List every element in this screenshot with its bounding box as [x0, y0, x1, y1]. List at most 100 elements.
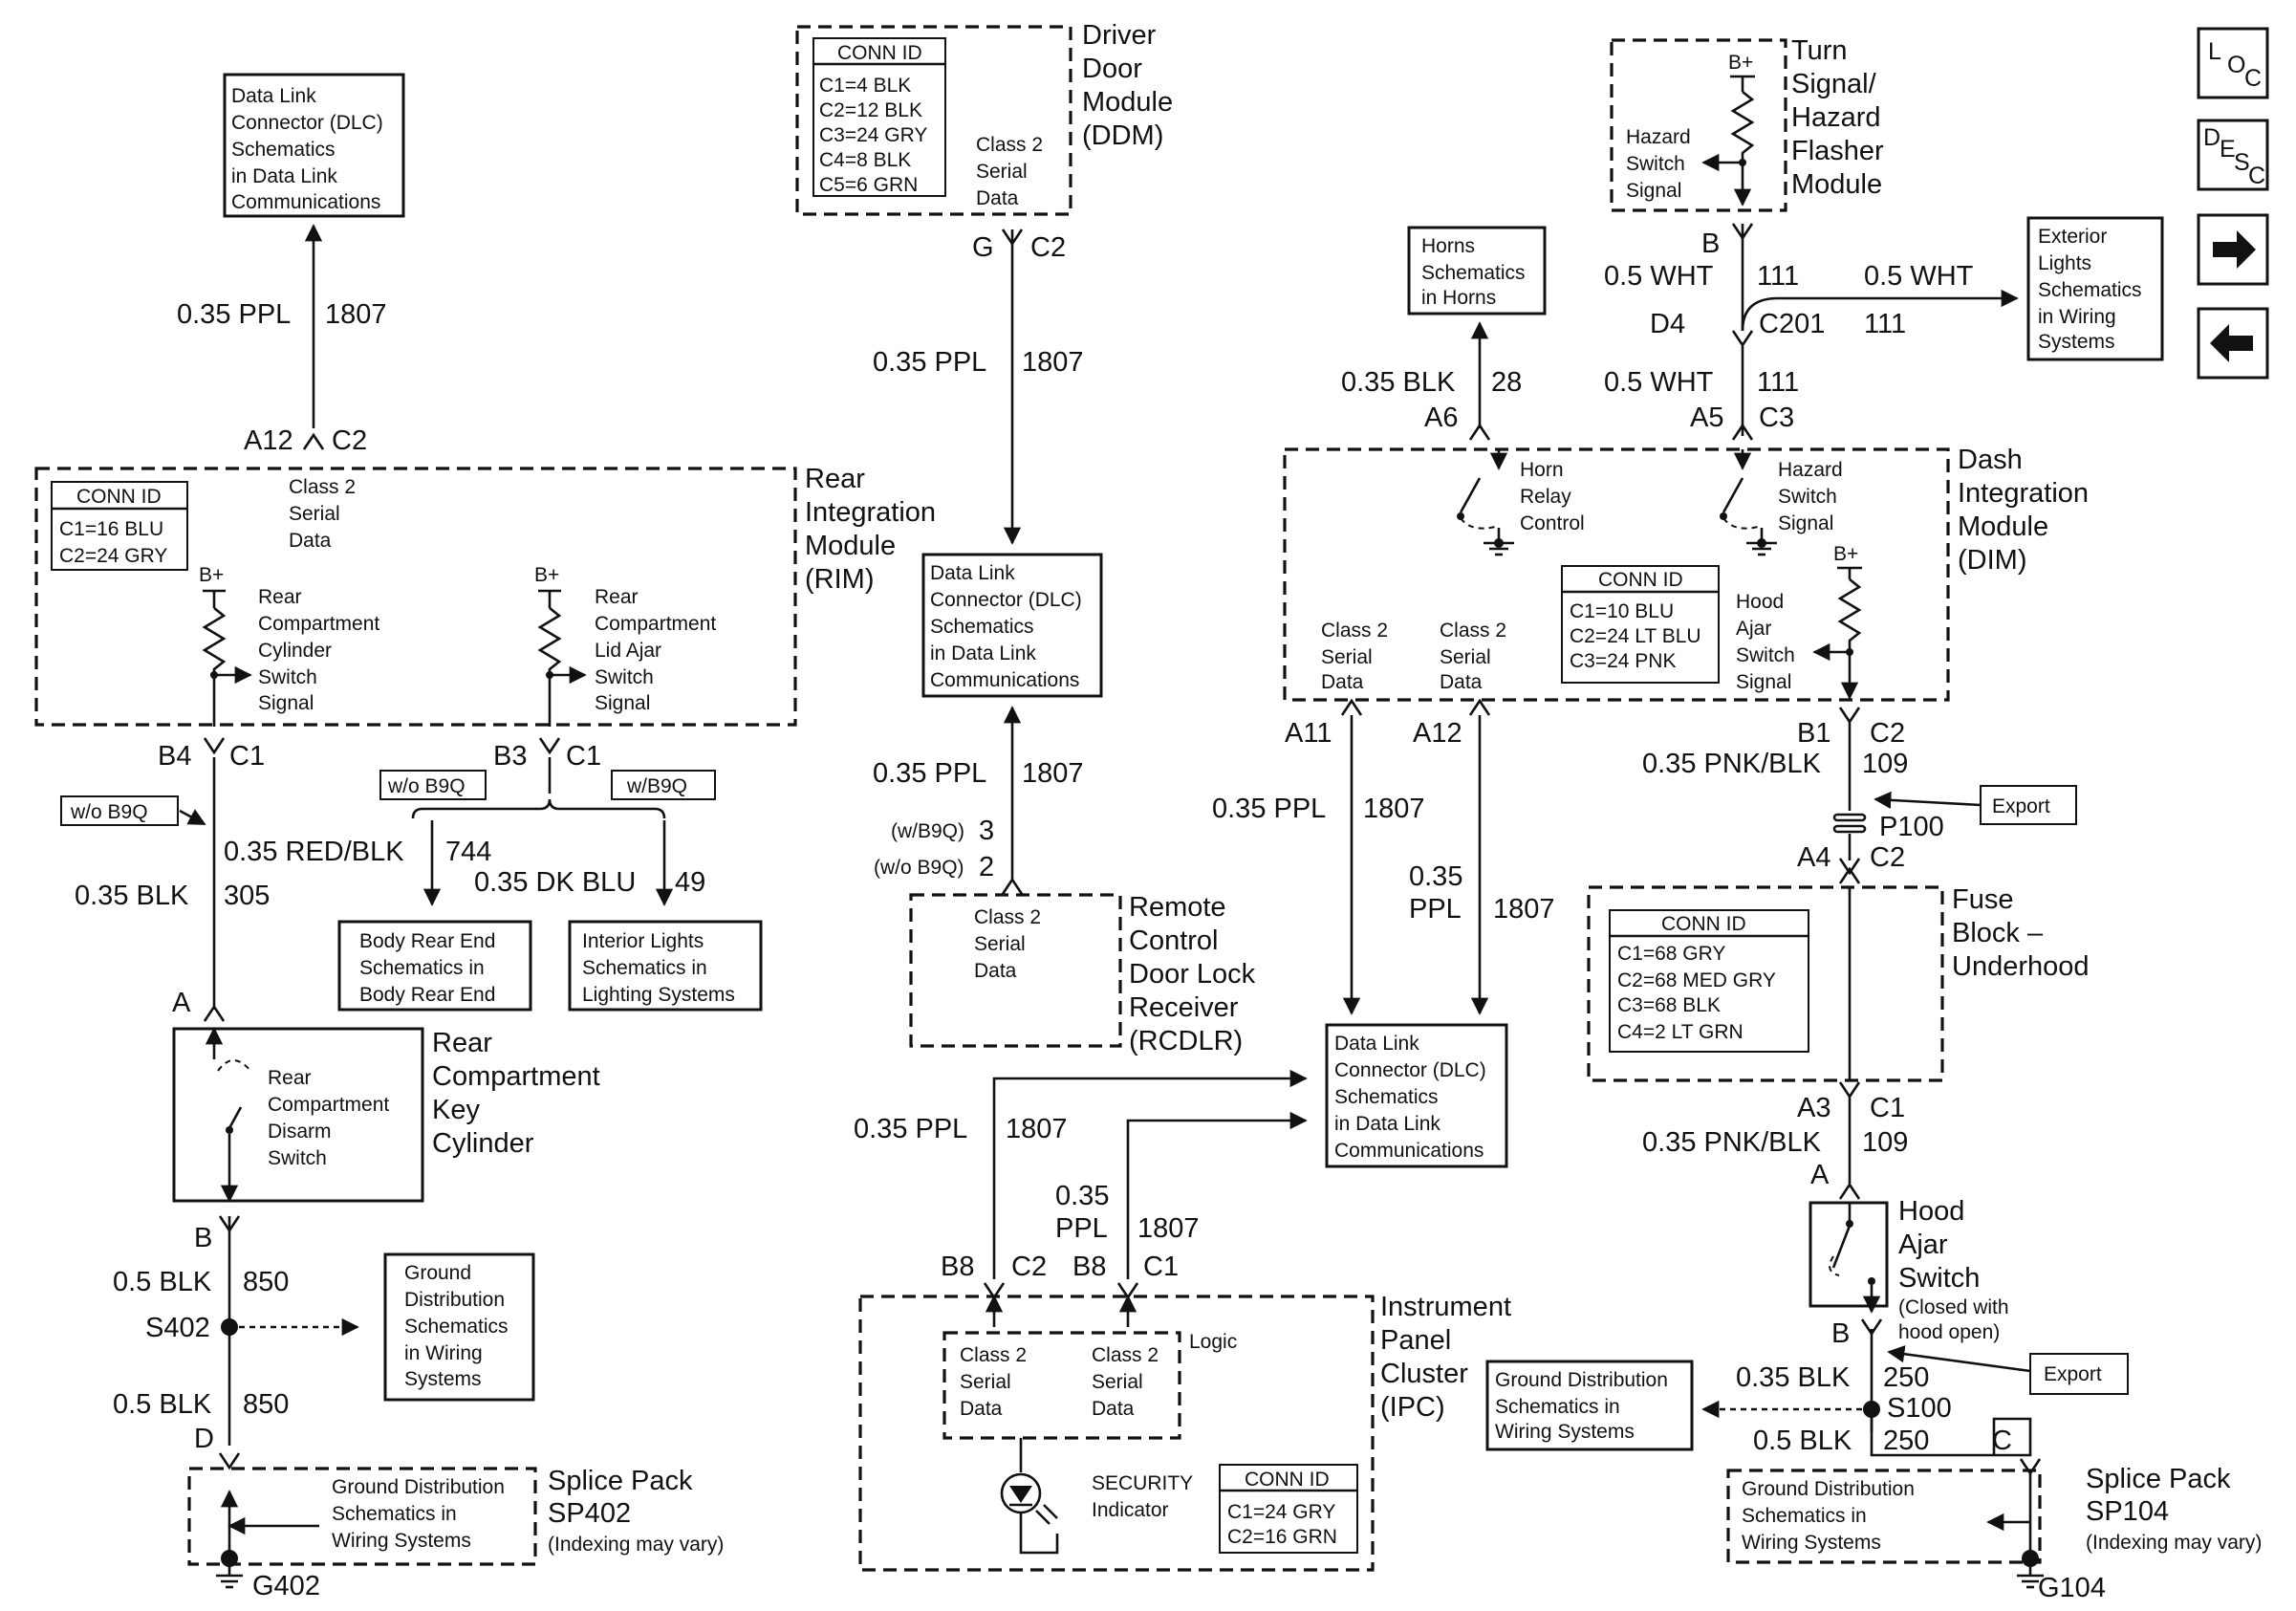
svg-text:A3: A3 — [1797, 1093, 1830, 1123]
horns-box[interactable]: Horns Schematics in Horns — [1407, 226, 1547, 316]
svg-text:305: 305 — [224, 881, 270, 911]
ground-dist-box-right[interactable]: Ground Distribution Schematics in Wiring… — [1485, 1360, 1694, 1451]
svg-text:Ajar: Ajar — [1898, 1230, 1948, 1260]
next-arrow-button[interactable] — [2197, 213, 2269, 286]
svg-text:Body Rear End: Body Rear End — [359, 984, 495, 1006]
svg-text:Remote: Remote — [1129, 892, 1226, 923]
svg-text:Hazard: Hazard — [1778, 459, 1843, 481]
svg-text:SP104: SP104 — [2086, 1496, 2169, 1527]
svg-text:Class 2: Class 2 — [1321, 620, 1388, 642]
svg-text:(Closed with: (Closed with — [1898, 1296, 2009, 1318]
svg-text:in Data Link: in Data Link — [1334, 1113, 1440, 1135]
svg-text:Panel: Panel — [1380, 1325, 1451, 1356]
svg-text:(w/o B9Q): (w/o B9Q) — [874, 857, 964, 879]
svg-text:Connector (DLC): Connector (DLC) — [231, 112, 383, 134]
svg-text:P100: P100 — [1879, 812, 1944, 842]
svg-text:C1: C1 — [1870, 1093, 1905, 1123]
svg-text:1807: 1807 — [1363, 794, 1425, 824]
svg-text:Body Rear End: Body Rear End — [359, 930, 495, 952]
svg-text:Rear: Rear — [595, 586, 639, 608]
svg-text:E: E — [2220, 136, 2236, 163]
svg-text:B: B — [194, 1223, 212, 1253]
svg-text:0.5 BLK: 0.5 BLK — [113, 1267, 212, 1297]
svg-text:C3=24 GRY: C3=24 GRY — [819, 124, 927, 146]
svg-text:Ground Distribution: Ground Distribution — [1495, 1369, 1668, 1391]
svg-text:CONN ID: CONN ID — [76, 486, 162, 508]
svg-text:Serial: Serial — [1440, 646, 1491, 668]
interior-lights-box[interactable]: Interior Lights Schematics in Lighting S… — [568, 920, 763, 1012]
svg-text:Indicator: Indicator — [1092, 1499, 1169, 1521]
svg-text:0.35: 0.35 — [1055, 1181, 1109, 1211]
svg-text:Horns: Horns — [1421, 235, 1475, 257]
exterior-lights-box[interactable]: Exterior Lights Schematics in Wiring Sys… — [2026, 216, 2164, 361]
svg-text:in Data Link: in Data Link — [930, 642, 1036, 664]
svg-text:C1: C1 — [1143, 1252, 1179, 1282]
svg-text:Export: Export — [1992, 795, 2050, 817]
svg-text:250: 250 — [1883, 1362, 1929, 1393]
svg-text:Export: Export — [2044, 1363, 2102, 1385]
svg-text:Rear: Rear — [258, 586, 302, 608]
svg-text:C: C — [2244, 65, 2262, 92]
svg-text:Schematics in: Schematics in — [582, 957, 707, 979]
svg-text:O: O — [2227, 52, 2245, 78]
svg-text:250: 250 — [1883, 1426, 1929, 1456]
svg-text:Data Link: Data Link — [930, 562, 1015, 584]
svg-text:111: 111 — [1757, 261, 1799, 292]
wire-ipc-c2 — [992, 1069, 1308, 1279]
dlc-top-box[interactable]: Data Link Connector (DLC) Schematics in … — [223, 73, 405, 218]
svg-text:0.35 PPL: 0.35 PPL — [873, 758, 986, 789]
svg-text:Schematics in: Schematics in — [332, 1503, 457, 1525]
svg-text:1807: 1807 — [1022, 347, 1084, 378]
svg-text:Lights: Lights — [2038, 252, 2091, 274]
svg-text:Lid Ajar: Lid Ajar — [595, 640, 661, 662]
svg-text:L: L — [2208, 38, 2221, 65]
svg-text:PPL: PPL — [1055, 1213, 1108, 1244]
svg-text:Ajar: Ajar — [1736, 618, 1771, 640]
svg-text:Switch: Switch — [1898, 1263, 1980, 1294]
svg-text:850: 850 — [243, 1267, 289, 1297]
svg-text:0.5 WHT: 0.5 WHT — [1604, 367, 1714, 398]
svg-text:Serial: Serial — [1321, 646, 1373, 668]
ddm-module: CONN ID C1=4 BLK C2=12 BLK C3=24 GRY C4=… — [795, 20, 1173, 216]
svg-text:Fuse: Fuse — [1952, 884, 2013, 915]
svg-text:Underhood: Underhood — [1952, 951, 2090, 982]
svg-text:C1=68 GRY: C1=68 GRY — [1617, 943, 1725, 965]
svg-text:Compartment: Compartment — [258, 613, 379, 635]
svg-text:1807: 1807 — [1006, 1114, 1068, 1144]
hood-ajar-switch: Hood Ajar Switch (Closed with hood open) — [1809, 1196, 2009, 1343]
body-rear-end-box[interactable]: Body Rear End Schematics in Body Rear En… — [337, 920, 532, 1012]
inline-connector-p100: P100 — [1832, 812, 1944, 842]
dlc-mid-box[interactable]: Data Link Connector (DLC) Schematics in … — [921, 553, 1103, 698]
svg-text:Hazard: Hazard — [1791, 102, 1881, 133]
ground-dist-box-left[interactable]: Ground Distribution Schematics in Wiring… — [383, 1252, 535, 1402]
svg-text:Switch: Switch — [258, 666, 317, 688]
svg-text:1807: 1807 — [1493, 894, 1555, 925]
svg-text:Interior Lights: Interior Lights — [582, 930, 704, 952]
svg-text:0.5 WHT: 0.5 WHT — [1604, 261, 1714, 292]
splice-pack-sp104: Ground Distribution Schematics in Wiring… — [1726, 1464, 2262, 1567]
wire-ipc-c1 — [1126, 1111, 1308, 1279]
svg-text:C2=16 GRN: C2=16 GRN — [1227, 1526, 1337, 1548]
fuse-block-underhood: CONN ID C1=68 GRY C2=68 MED GRY C3=68 BL… — [1587, 884, 2090, 1082]
prev-arrow-button[interactable] — [2197, 307, 2269, 380]
flasher-module: B+ Hazard Switch Signal Turn Signal/ Haz… — [1610, 35, 1884, 212]
svg-text:D4: D4 — [1650, 309, 1685, 339]
svg-text:C1=4 BLK: C1=4 BLK — [819, 75, 911, 97]
svg-text:A11: A11 — [1285, 718, 1332, 749]
svg-text:Wiring Systems: Wiring Systems — [332, 1530, 471, 1552]
svg-text:C2: C2 — [1011, 1252, 1047, 1282]
splice-s402 — [221, 1318, 238, 1336]
arrow-left-icon — [2210, 324, 2253, 362]
svg-text:109: 109 — [1862, 749, 1908, 779]
svg-text:Rear: Rear — [805, 464, 865, 494]
svg-text:Class 2: Class 2 — [960, 1344, 1027, 1366]
dlc-bottom-box[interactable]: Data Link Connector (DLC) Schematics in … — [1325, 1023, 1508, 1168]
ground-symbol-g104: G104 — [2017, 1566, 2106, 1603]
svg-text:Integration: Integration — [1958, 478, 2089, 509]
arrow-right-icon — [2213, 230, 2256, 269]
svg-text:Compartment: Compartment — [432, 1061, 600, 1092]
option-tag-wo-b9q-2: w/o B9Q — [379, 770, 487, 800]
svg-text:C4=8 BLK: C4=8 BLK — [819, 149, 911, 171]
